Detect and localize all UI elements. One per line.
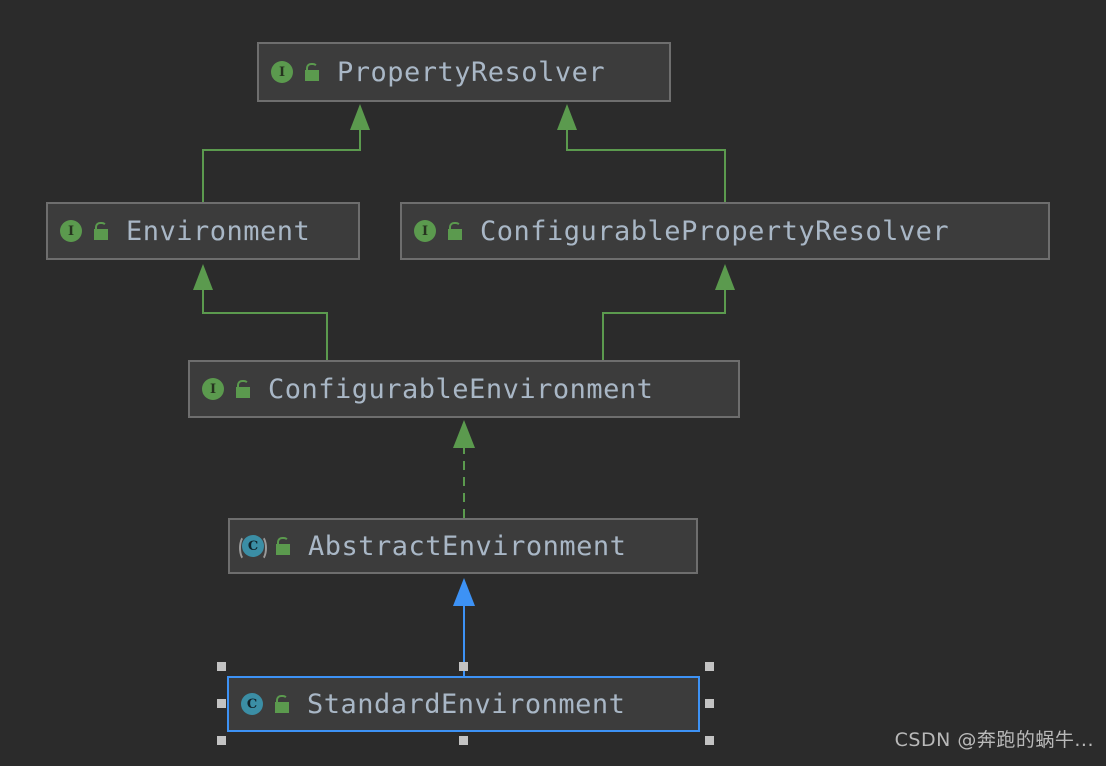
selection-handle-middle-left[interactable] xyxy=(217,699,226,708)
open-padlock-icon xyxy=(92,220,112,242)
uml-node-property-resolver[interactable]: I PropertyResolver xyxy=(257,42,671,102)
interface-icon: I xyxy=(58,218,84,244)
uml-node-configurable-property-resolver[interactable]: I ConfigurablePropertyResolver xyxy=(400,202,1050,260)
selection-handle-bottom-center[interactable] xyxy=(459,736,468,745)
edge-environment-to-property-resolver[interactable] xyxy=(202,104,370,202)
open-padlock-icon xyxy=(273,693,293,715)
open-padlock-icon xyxy=(303,61,323,83)
edge-abstract-environment-to-configurable-environment[interactable] xyxy=(453,420,475,518)
edge-configurable-environment-to-configurable-property-resolver[interactable] xyxy=(602,264,735,360)
interface-icon: I xyxy=(412,218,438,244)
uml-node-label: Environment xyxy=(126,215,311,247)
edge-configurable-environment-to-environment[interactable] xyxy=(193,264,328,360)
watermark-text: CSDN @奔跑的蜗牛... xyxy=(894,729,1094,751)
selection-handle-top-left[interactable] xyxy=(217,662,226,671)
interface-icon: I xyxy=(200,376,226,402)
uml-node-label: ConfigurableEnvironment xyxy=(268,373,654,405)
selection-handle-top-right[interactable] xyxy=(705,662,714,671)
class-icon: C xyxy=(239,691,265,717)
open-padlock-icon xyxy=(274,535,294,557)
uml-node-environment[interactable]: I Environment xyxy=(46,202,360,260)
uml-node-configurable-environment[interactable]: I ConfigurableEnvironment xyxy=(188,360,740,418)
abstract-class-icon: C xyxy=(239,533,267,561)
uml-node-label: AbstractEnvironment xyxy=(308,530,627,562)
selection-handle-bottom-left[interactable] xyxy=(217,736,226,745)
uml-node-label: StandardEnvironment xyxy=(307,688,626,720)
edge-configurable-property-resolver-to-property-resolver[interactable] xyxy=(557,104,726,202)
uml-node-standard-environment[interactable]: C StandardEnvironment xyxy=(227,676,700,732)
interface-icon: I xyxy=(269,59,295,85)
selection-handle-top-center[interactable] xyxy=(459,662,468,671)
selection-handle-bottom-right[interactable] xyxy=(705,736,714,745)
open-padlock-icon xyxy=(234,378,254,400)
uml-node-label: ConfigurablePropertyResolver xyxy=(480,215,950,247)
selection-handle-middle-right[interactable] xyxy=(705,699,714,708)
open-padlock-icon xyxy=(446,220,466,242)
uml-node-label: PropertyResolver xyxy=(337,56,606,88)
uml-node-abstract-environment[interactable]: C AbstractEnvironment xyxy=(228,518,698,574)
